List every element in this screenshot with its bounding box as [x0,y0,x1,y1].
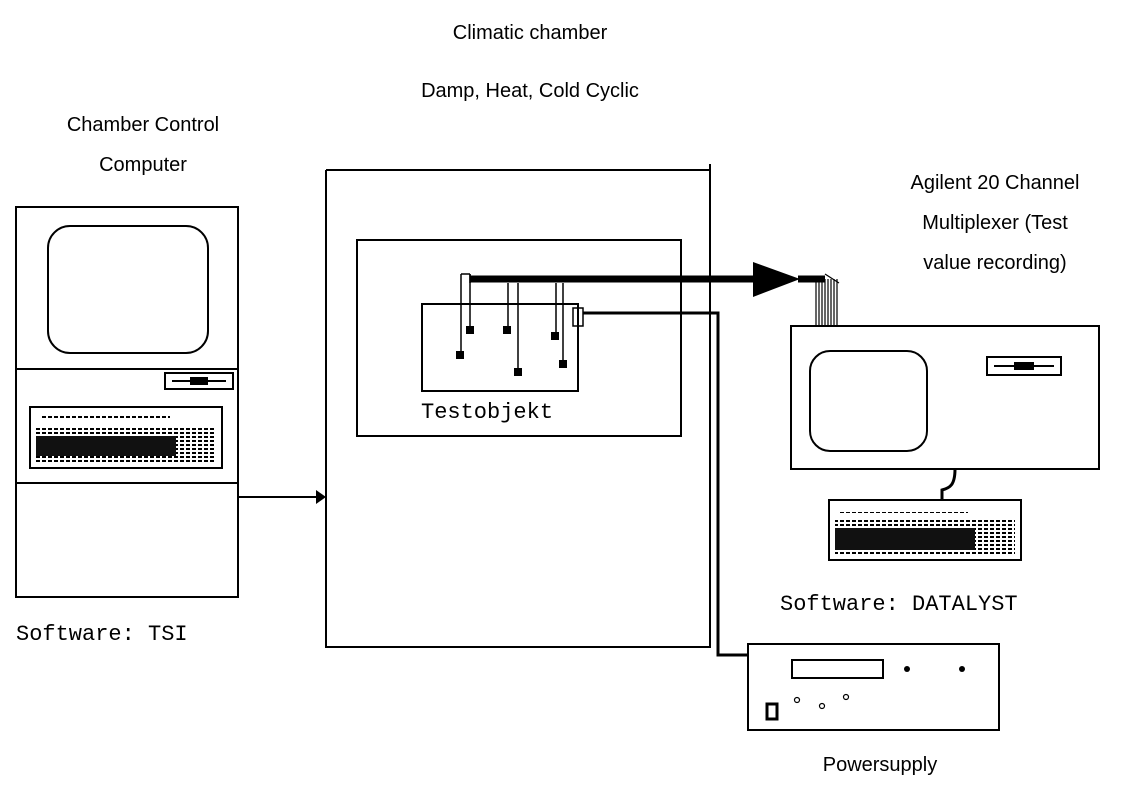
multiplexer-keyboard-icon [828,499,1022,561]
software-datalyst-label: Software: DATALYST [780,592,1018,617]
chamber-title: Climatic chamber [452,22,608,44]
multiplexer-screen-icon [809,350,928,452]
multiplexer [790,325,1100,561]
control-computer-screen-icon [47,225,209,354]
power-supply [747,643,1000,731]
control-keyboard-icon [29,406,223,469]
software-tsi-label: Software: TSI [16,622,188,647]
chamber-inner-compartment [356,239,682,437]
multiplexer-floppy-icon [986,356,1062,376]
power-supply-label: Powersupply [822,754,938,776]
chamber-modes: Damp, Heat, Cold Cyclic [421,80,639,102]
multiplexer-case [790,325,1100,470]
power-switch-icon [765,702,779,721]
power-supply-display [791,659,884,679]
control-link-arrow [238,490,326,504]
chamber-control-computer [15,206,239,598]
multiplexer-label-line2: Multiplexer (Test [922,212,1068,234]
control-keyboard-keys [36,416,216,462]
control-floppy-icon [164,372,234,390]
multiplexer-label-line1: Agilent 20 Channel [910,172,1080,194]
sensor-wires [460,273,564,371]
power-supply-case [747,643,1000,731]
test-object-label: Testobjekt [421,400,554,425]
multiplexer-label-line3: value recording) [923,252,1067,274]
measurement-cable-bundle [470,262,840,326]
multiplexer-keyboard-keys [835,510,1015,555]
power-cable [572,307,748,657]
power-supply-knobs [904,666,965,672]
power-connector-icon [572,307,584,327]
control-computer-case [15,206,239,598]
control-computer-label-line2: Computer [99,154,187,176]
control-computer-label-line1: Chamber Control [66,114,220,136]
sensor-probes [456,326,567,376]
climatic-chamber [325,164,711,648]
test-object-box [421,303,579,392]
